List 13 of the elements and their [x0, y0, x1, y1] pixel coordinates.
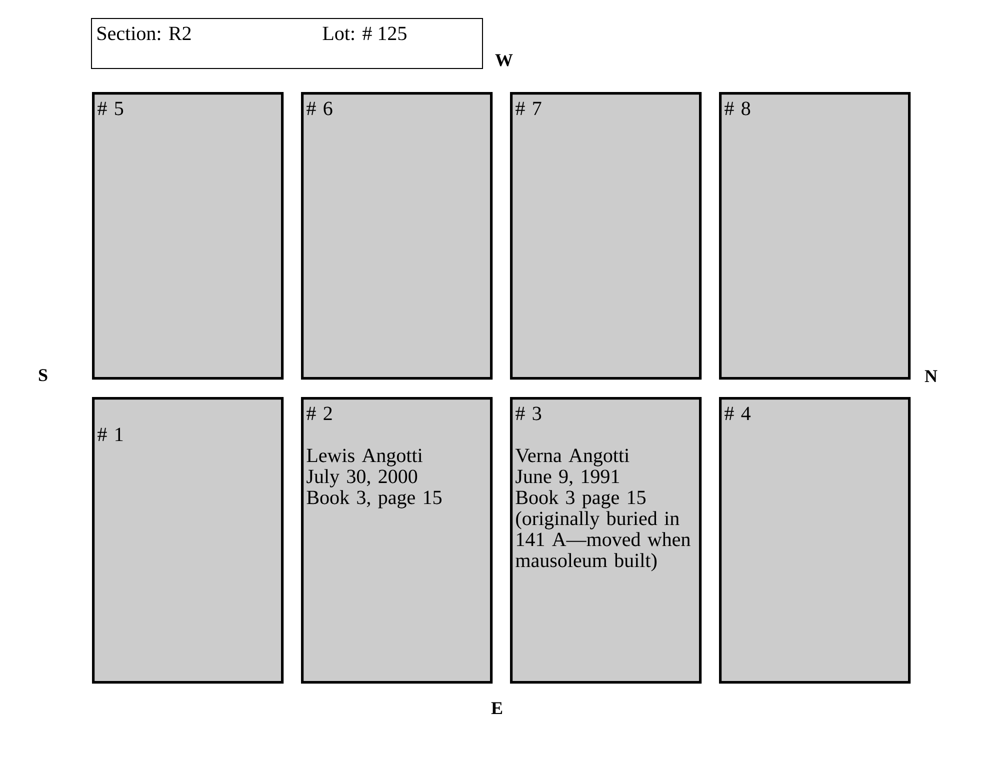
plot-box: # 4: [719, 397, 911, 684]
plot-box: # 1: [92, 397, 284, 684]
header-box: Section: R2 Lot: # 125: [91, 18, 483, 69]
plot-box: # 2 Lewis Angotti July 30, 2000 Book 3, page 15: [301, 397, 493, 684]
compass-label: S: [38, 369, 48, 382]
compass-label: W: [495, 54, 513, 66]
compass-label: E: [491, 702, 502, 714]
plot-box: # 5: [92, 92, 284, 380]
plot-box: # 3 Verna Angotti June 9, 1991 Book 3 page 15 (originally buried in 141 A—moved when mausoleum built): [510, 397, 702, 684]
plot-box: # 8: [719, 92, 911, 380]
plot-box: # 6: [301, 92, 493, 380]
compass-label: N: [924, 370, 938, 382]
plot-box: # 7: [510, 92, 702, 380]
